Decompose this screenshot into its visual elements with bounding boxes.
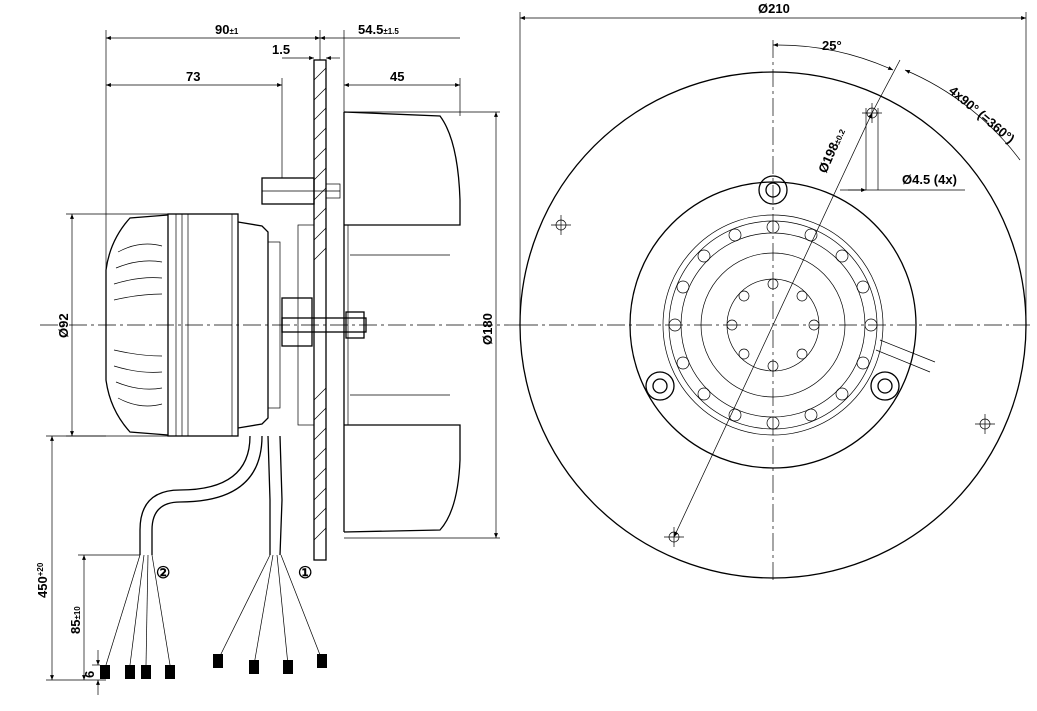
cables <box>100 435 327 679</box>
dim-45-label: 45 <box>390 69 404 84</box>
dim-d180-label: Ø180 <box>480 313 495 345</box>
mounting-bolt <box>261 177 341 205</box>
cable-end-icon <box>213 654 223 668</box>
dim-54-5-label: 54.5±1.5 <box>358 22 399 37</box>
cable-2-label: ② <box>156 565 170 582</box>
front-view: Ø210 25° 4x90° (=360°) Ø198±0.2 Ø4.5 (4x… <box>519 1 1030 580</box>
motor-shaft <box>281 317 367 333</box>
dim-90-label: 90±1 <box>215 22 239 37</box>
cable-end-icon <box>283 660 293 674</box>
cable-end-icon <box>249 660 259 674</box>
cable-end-icon <box>317 654 327 668</box>
side-view: 90±1 54.5±1.5 1.5 73 45 Ø92 Ø180 450+20 … <box>35 22 520 695</box>
mounting-plate <box>281 59 327 561</box>
cable-exit <box>875 339 936 373</box>
dim-450-label: 450+20 <box>35 562 50 598</box>
dim-73-label: 73 <box>186 69 200 84</box>
dim-4x90-label: 4x90° (=360°) <box>946 83 1018 146</box>
dim-25deg-label: 25° <box>822 38 842 53</box>
dim-1-5-label: 1.5 <box>272 42 290 57</box>
dim-85-label: 85±10 <box>68 606 83 634</box>
dim-d210-label: Ø210 <box>758 1 790 16</box>
dim-6-label: 6 <box>82 671 97 678</box>
cable-end-icon <box>100 665 110 679</box>
cable-end-icon <box>125 665 135 679</box>
cable-1-label: ① <box>298 565 312 582</box>
shaft-nut <box>345 311 365 339</box>
dim-d92-label: Ø92 <box>56 313 71 338</box>
mounting-bosses <box>645 175 900 401</box>
impeller <box>343 111 500 539</box>
dim-d198-label: Ø198±0.2 <box>815 125 848 175</box>
motor-body <box>105 213 281 437</box>
cable-end-icon <box>165 665 175 679</box>
dim-d4-5-label: Ø4.5 (4x) <box>902 172 957 187</box>
cable-end-icon <box>141 665 151 679</box>
